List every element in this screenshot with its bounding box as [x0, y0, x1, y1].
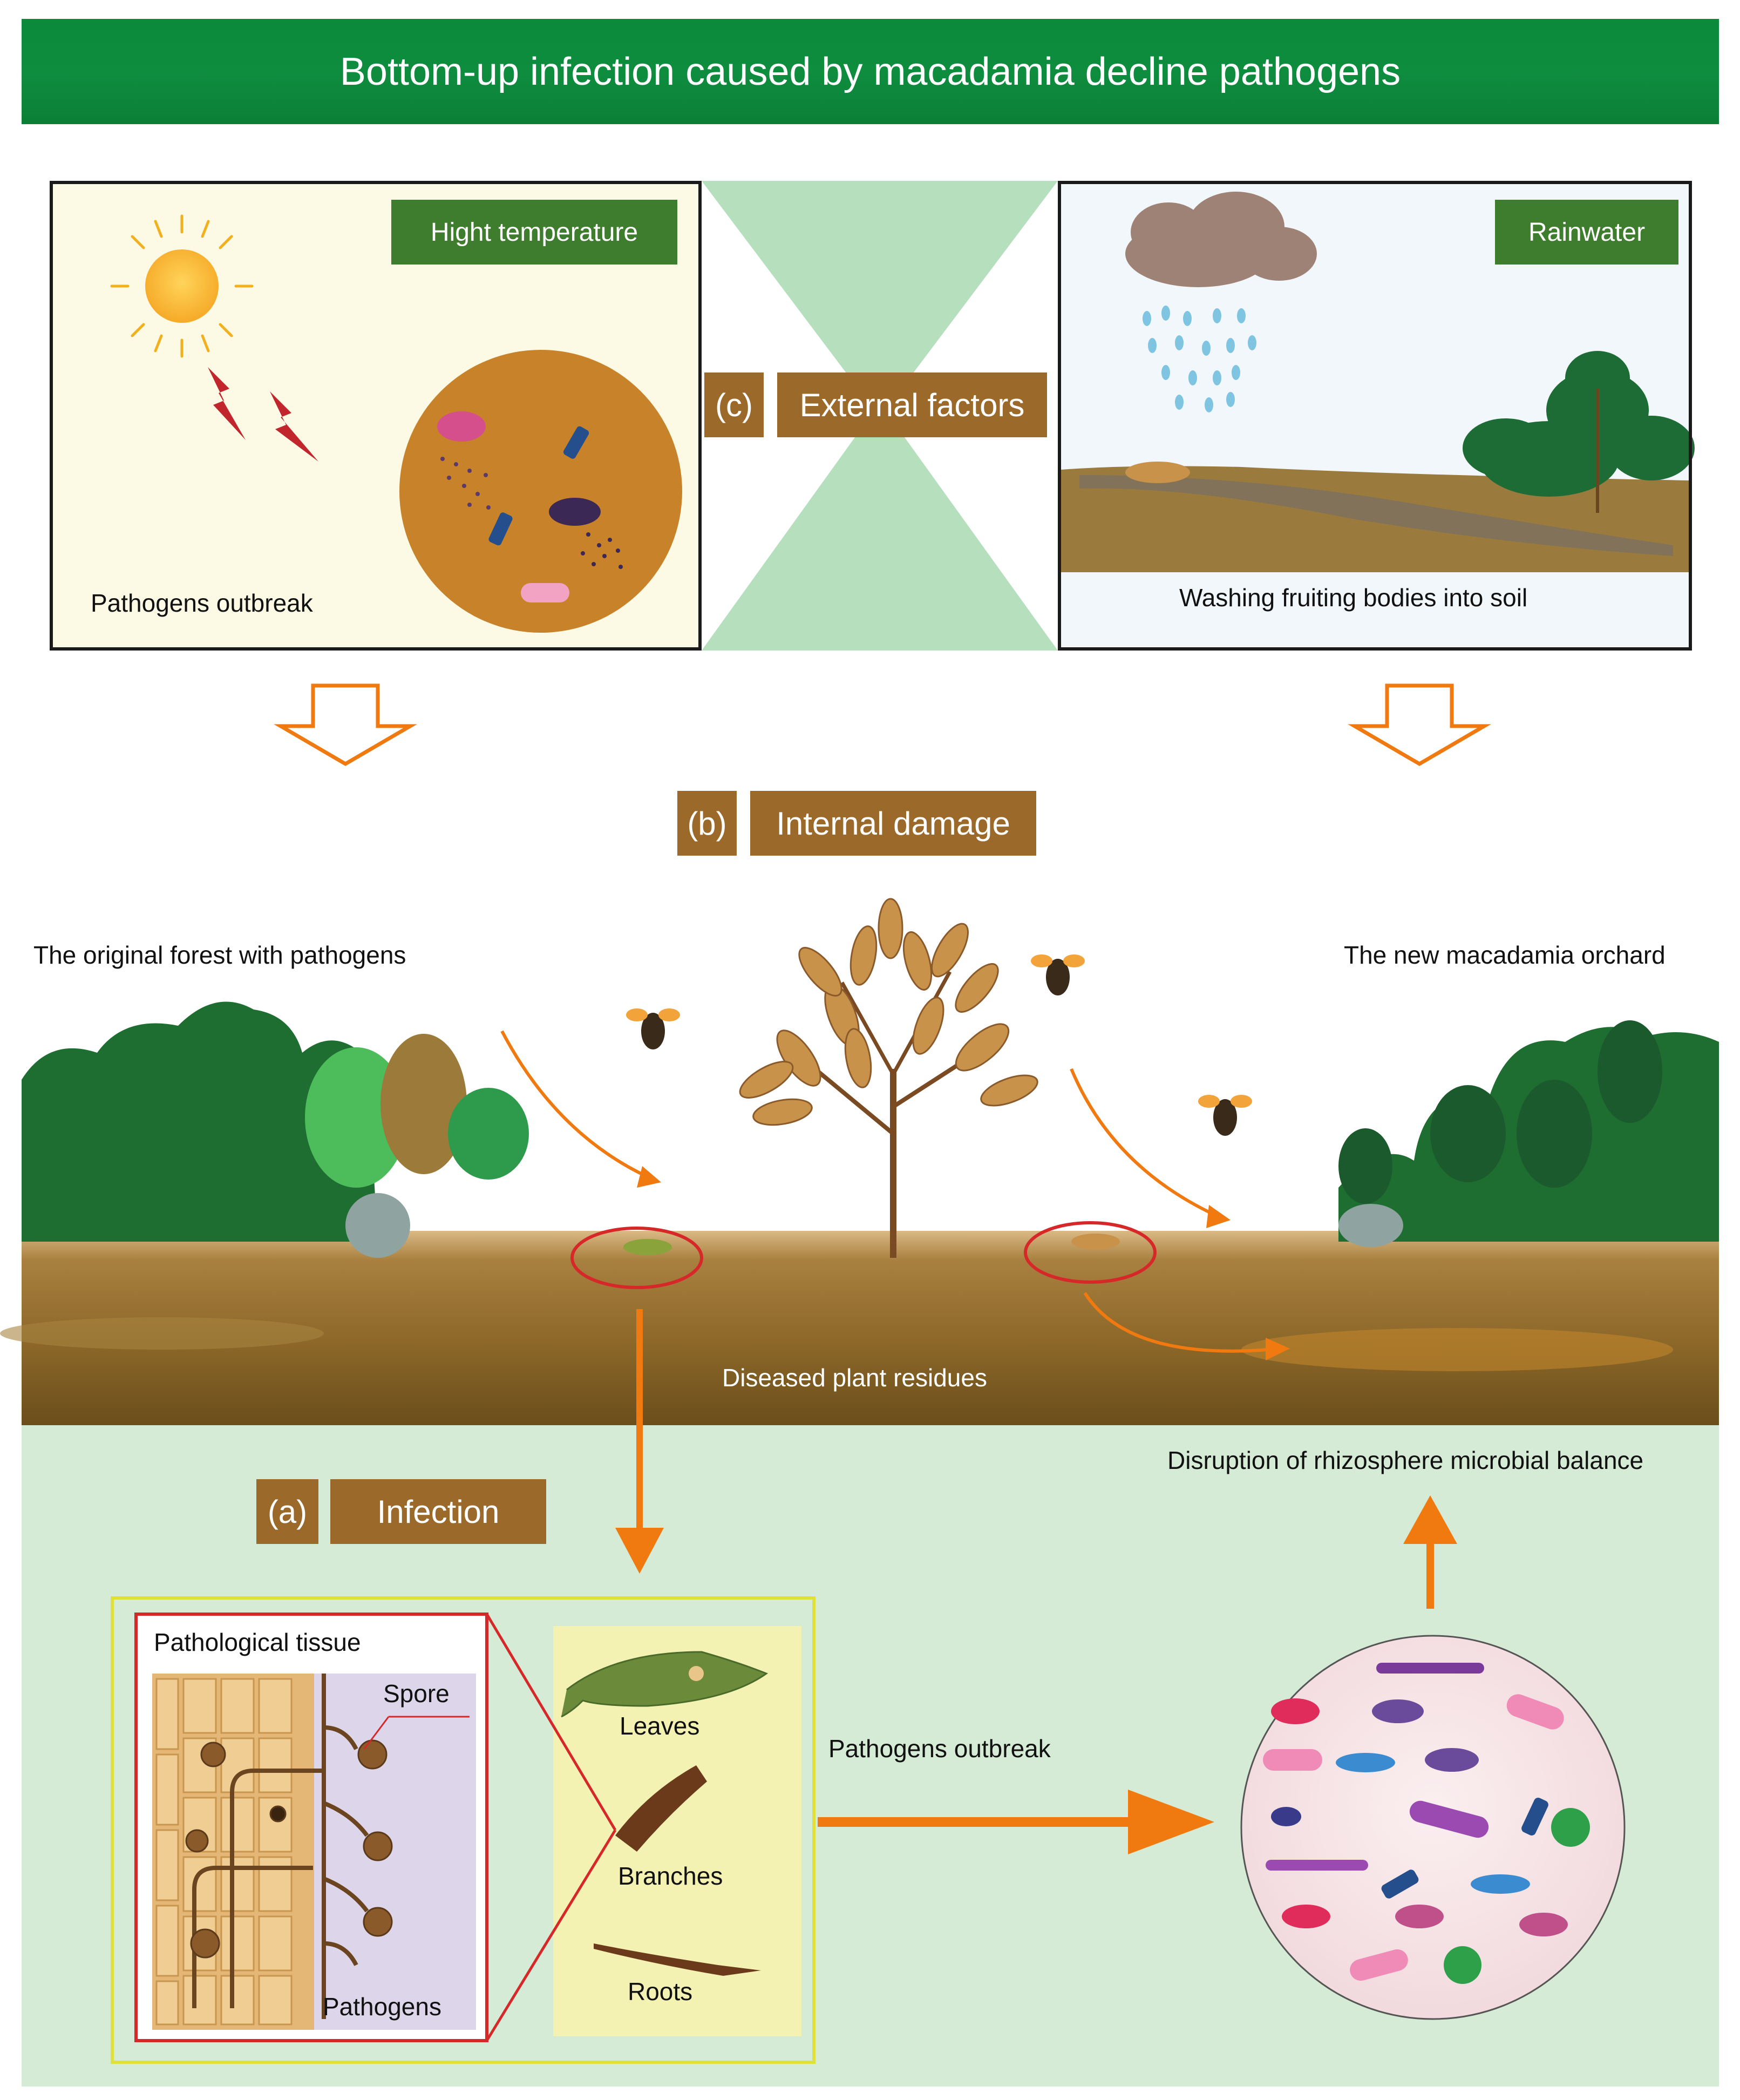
forest-scene: [0, 898, 1719, 1425]
rainwater-panel: [1058, 181, 1692, 651]
section-b-letter-text: (b): [687, 805, 727, 842]
left-panel-caption: Pathogens outbreak: [91, 589, 313, 617]
section-a-letter-text: (a): [267, 1493, 308, 1530]
leaf-icon: [561, 1651, 769, 1718]
diseased-residue-circle: [1024, 1221, 1157, 1284]
fallen-leaf-icon: [1125, 462, 1190, 483]
pathogen-circle: [399, 350, 682, 633]
rhizosphere-label: Disruption of rhizosphere microbial bala…: [1167, 1446, 1644, 1474]
original-forest-label: The original forest with pathogens: [33, 941, 406, 969]
insect-icon: [1031, 954, 1085, 995]
section-a-label-text: Infection: [377, 1493, 500, 1530]
pathogens-label: Pathogens: [323, 1993, 441, 2021]
flow-arrow: [1083, 1292, 1269, 1353]
right-panel-caption: Washing fruiting bodies into soil: [1179, 584, 1528, 612]
rhizosphere-microbe-circle: [1240, 1635, 1626, 2020]
section-c-label-text: External factors: [799, 387, 1025, 423]
diseased-residue-circle: [570, 1227, 703, 1289]
pathological-tissue-title: Pathological tissue: [154, 1628, 361, 1656]
high-temperature-tag: Hight temperature: [391, 200, 677, 265]
section-b-label-text: Internal damage: [776, 805, 1010, 842]
rainwater-tag-label: Rainwater: [1528, 218, 1646, 247]
section-b-letter: (b): [677, 791, 737, 856]
insect-icon: [626, 1008, 680, 1049]
section-c-letter: (c): [704, 372, 764, 437]
sun-icon: [110, 214, 254, 358]
infection-panel: [111, 1596, 815, 2064]
rain-cloud-icon: [1125, 192, 1317, 412]
insect-icon: [1198, 1095, 1252, 1136]
high-temperature-tag-label: Hight temperature: [430, 218, 638, 247]
title-banner: Bottom-up infection caused by macadamia …: [22, 19, 1719, 124]
pathogens-outbreak-label: Pathogens outbreak: [828, 1735, 1051, 1763]
root-icon: [594, 1943, 761, 1976]
heat-bolt-icon: [208, 367, 246, 440]
section-c-label: External factors: [777, 372, 1047, 437]
section-a-label: Infection: [330, 1479, 546, 1544]
down-arrow-right: [1348, 683, 1491, 767]
flow-arrow: [1070, 1068, 1215, 1216]
section-c-letter-text: (c): [715, 387, 753, 423]
new-orchard-label: The new macadamia orchard: [1344, 941, 1666, 969]
diseased-tree-icon: [739, 898, 1038, 1258]
section-a-letter: (a): [256, 1479, 318, 1544]
leaves-label: Leaves: [620, 1712, 700, 1740]
high-temperature-panel: [50, 181, 702, 651]
page-title: Bottom-up infection caused by macadamia …: [339, 50, 1401, 93]
spore-label: Spore: [383, 1679, 450, 1708]
section-b-label: Internal damage: [750, 791, 1036, 856]
roots-label: Roots: [628, 1977, 693, 2006]
branches-label: Branches: [618, 1862, 723, 1890]
rainwater-tag: Rainwater: [1495, 200, 1678, 265]
heat-bolt-icon: [270, 391, 318, 462]
branch-icon: [615, 1765, 707, 1852]
down-arrow-left: [274, 683, 417, 767]
flow-arrow: [500, 1030, 649, 1178]
diseased-residues-label: Diseased plant residues: [722, 1364, 987, 1392]
